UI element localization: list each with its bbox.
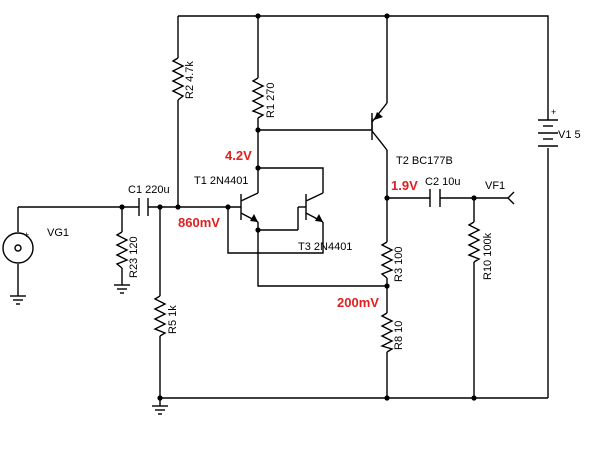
resistor-r8-symbol bbox=[380, 312, 394, 353]
resistor-r10-symbol bbox=[467, 221, 481, 263]
r1-label: R1 270 bbox=[265, 83, 277, 118]
junction-dot bbox=[157, 204, 163, 210]
junction-dot bbox=[175, 204, 181, 210]
junction-dot bbox=[255, 165, 261, 171]
transistor-t1-symbol bbox=[240, 192, 259, 223]
junction-dot bbox=[119, 204, 125, 210]
vg1-label: VG1 bbox=[47, 227, 69, 239]
signal-source-vg1-symbol: + bbox=[2, 230, 34, 264]
t3-label: T3 2N4401 bbox=[298, 241, 352, 253]
voltage-collector-t1: 4.2V bbox=[225, 148, 252, 163]
battery-v1-symbol: + bbox=[538, 107, 558, 147]
vf1-label: VF1 bbox=[485, 180, 505, 192]
c2-label: C2 10u bbox=[425, 176, 460, 188]
junction-dot bbox=[471, 395, 477, 401]
junction-dot bbox=[255, 13, 261, 19]
output-probe-vf1-symbol bbox=[507, 191, 515, 205]
junction-dot bbox=[384, 195, 390, 201]
battery-plus-sign: + bbox=[551, 107, 556, 117]
wires bbox=[17, 15, 549, 406]
junction-dot bbox=[255, 127, 261, 133]
voltage-collector-t2: 1.9V bbox=[391, 178, 418, 193]
junction-dot bbox=[471, 195, 477, 201]
voltage-emitter-node: 200mV bbox=[337, 295, 379, 310]
junction-dot bbox=[384, 395, 390, 401]
junction-dot bbox=[384, 13, 390, 19]
resistor-r1-symbol bbox=[251, 77, 265, 119]
source-plus-sign: + bbox=[24, 230, 29, 240]
resistor-r5-symbol bbox=[153, 295, 167, 337]
junctions bbox=[119, 13, 477, 401]
voltage-base-t1: 860mV bbox=[178, 215, 220, 230]
ground-icon bbox=[10, 295, 26, 305]
junction-dot bbox=[225, 204, 231, 210]
t2-label: T2 BC177B bbox=[396, 155, 453, 167]
resistor-r2-symbol bbox=[171, 57, 185, 101]
resistor-r23-symbol bbox=[115, 231, 129, 269]
r2-label: R2 4.7k bbox=[184, 61, 196, 99]
c1-label: C1 220u bbox=[128, 184, 170, 196]
r8-label: R8 10 bbox=[393, 321, 405, 350]
ground-icon bbox=[152, 405, 168, 415]
capacitor-c1-symbol bbox=[138, 198, 149, 216]
resistor-r3-symbol bbox=[380, 241, 394, 279]
t1-label: T1 2N4401 bbox=[194, 175, 248, 187]
r5-label: R5 1k bbox=[167, 305, 179, 334]
r23-label: R23 120 bbox=[128, 236, 140, 278]
junction-dot bbox=[384, 283, 390, 289]
v1-label: V1 5 bbox=[558, 129, 581, 141]
junction-dot bbox=[255, 227, 261, 233]
junction-dot bbox=[157, 395, 163, 401]
r3-label: R3 100 bbox=[393, 247, 405, 282]
capacitor-c2-symbol bbox=[429, 189, 441, 207]
r10-label: R10 100k bbox=[482, 232, 494, 280]
transistor-t2-symbol bbox=[371, 102, 388, 151]
ground-icon bbox=[114, 284, 130, 294]
transistor-t3-symbol bbox=[298, 192, 324, 223]
